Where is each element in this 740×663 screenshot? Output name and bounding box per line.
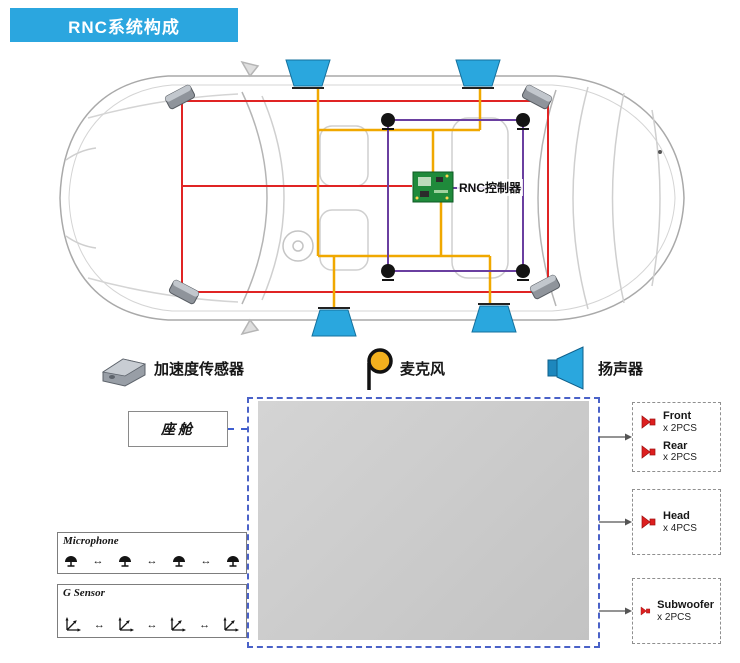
- spacing-arrow: ↔: [93, 619, 105, 631]
- output-qty: x 4PCS: [663, 522, 697, 534]
- spacing-arrow: ↔: [146, 555, 158, 567]
- speaker-icon: [641, 515, 656, 529]
- microphone-box-label: Microphone: [63, 535, 119, 547]
- output-qty: x 2PCS: [663, 452, 697, 464]
- microphone-icon: [516, 113, 530, 127]
- output-box-head: Head x 4PCS: [632, 489, 721, 555]
- output-row: Rear x 2PCS: [639, 440, 714, 464]
- spacing-arrow: ↔: [200, 555, 212, 567]
- legend-label-speaker: 扬声器: [598, 361, 644, 378]
- gsensor-array: ↔ ↔ ↔: [63, 614, 241, 633]
- microphone-glyph-icon: [227, 556, 239, 567]
- speaker-icon: [640, 606, 651, 616]
- rnc-processor-panel: [258, 401, 589, 640]
- microphone-glyph-icon: [65, 556, 77, 567]
- speaker-icon: [471, 305, 517, 333]
- speaker-icon: [285, 59, 331, 87]
- rnc-unit-boundary: [247, 397, 600, 648]
- car-microphones: [381, 113, 530, 281]
- accelerometer-icon: [529, 274, 561, 300]
- page-title: RNC系统构成: [68, 17, 180, 37]
- output-name: Rear: [663, 439, 688, 452]
- output-qty: x 2PCS: [663, 423, 697, 434]
- output-name: Head: [663, 509, 690, 522]
- car-speakers: [285, 59, 517, 337]
- gsensor-glyph-icon: [65, 617, 81, 632]
- microphone-icon: [381, 264, 395, 278]
- title-banner: RNC系统构成: [10, 8, 238, 42]
- output-box-front-rear: Front x 2PCS Rear x 2PCS: [632, 402, 721, 472]
- speaker-icon: [455, 59, 501, 87]
- output-arrow: [599, 518, 632, 526]
- legend-row: 加速度传感器 麦克风 扬声器: [0, 344, 740, 396]
- output-box-subwoofer: Subwoofer x 2PCS: [632, 578, 721, 644]
- speaker-icon: [311, 309, 357, 337]
- output-arrow: [599, 607, 632, 615]
- spacing-arrow: ↔: [146, 619, 158, 631]
- rnc-controller-pcb-icon: [412, 171, 454, 203]
- microphone-wiring: [387, 119, 524, 272]
- accelerometer-icon: [168, 279, 200, 305]
- spacing-arrow: ↔: [199, 619, 211, 631]
- accelerometer-icon: [521, 84, 553, 110]
- car-body-outline: [59, 60, 685, 336]
- microphone-input-box: Microphone ↔ ↔ ↔: [57, 532, 247, 574]
- car-top-view-illustration: [59, 59, 685, 337]
- legend-label-microphone: 麦克风: [400, 361, 446, 378]
- speaker-icon: [547, 346, 584, 390]
- gsensor-glyph-icon: [118, 617, 134, 632]
- rnc-controller-label: RNC控制器: [457, 179, 523, 196]
- gsensor-glyph-icon: [170, 617, 187, 632]
- cabin-connector-line: [228, 428, 247, 430]
- output-name: Subwoofer: [657, 598, 714, 611]
- output-row: Head x 4PCS: [639, 510, 714, 534]
- microphone-icon: [367, 348, 393, 390]
- output-qty: x 2PCS: [657, 611, 692, 623]
- speaker-wiring: [316, 88, 492, 308]
- output-row: Front x 2PCS: [639, 410, 714, 434]
- legend-label-accelerometer: 加速度传感器: [154, 361, 245, 378]
- accelerometer-wiring: [181, 100, 549, 293]
- spacing-arrow: ↔: [92, 555, 104, 567]
- output-name: Front: [663, 410, 692, 423]
- cabin-box: 座舱: [128, 411, 228, 447]
- cabin-box-label: 座舱: [161, 423, 195, 438]
- accelerometer-icon: [101, 358, 147, 387]
- accelerometer-icon: [164, 84, 196, 110]
- microphone-icon: [516, 264, 530, 278]
- microphone-glyph-icon: [173, 556, 185, 567]
- microphone-array: ↔ ↔ ↔: [63, 554, 241, 569]
- output-row: Subwoofer x 2PCS: [639, 599, 714, 623]
- speaker-icon: [641, 415, 656, 430]
- gsensor-glyph-icon: [223, 617, 239, 632]
- gsensor-box-label: G Sensor: [63, 587, 105, 599]
- speaker-icon: [641, 444, 656, 459]
- gsensor-input-box: G Sensor ↔ ↔ ↔: [57, 584, 247, 638]
- output-arrow: [599, 433, 632, 441]
- car-accelerometers: [164, 84, 561, 305]
- microphone-glyph-icon: [119, 556, 131, 567]
- microphone-icon: [381, 113, 395, 127]
